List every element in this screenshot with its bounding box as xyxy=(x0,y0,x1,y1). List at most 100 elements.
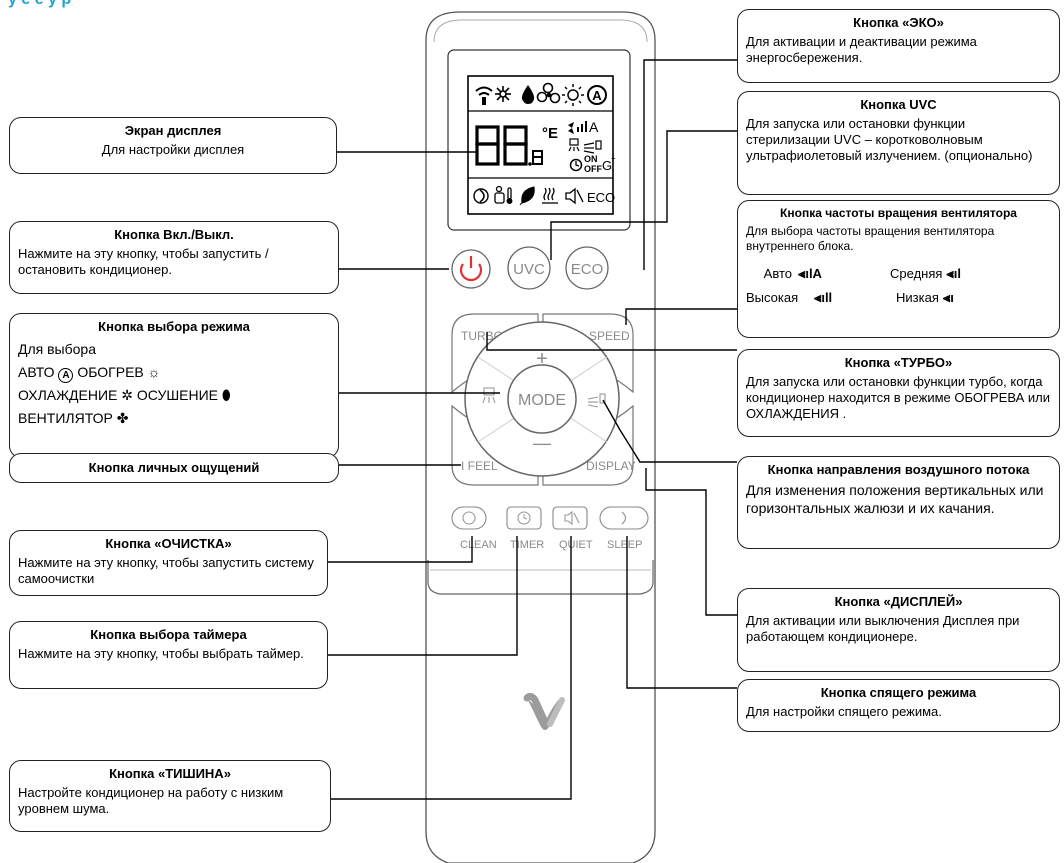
svg-text:I FEEL: I FEEL xyxy=(461,459,498,473)
callout-mode-button: Кнопка выбора режима Для выбора АВТО A О… xyxy=(9,313,339,458)
lcd-leaf-icon xyxy=(519,186,535,206)
mode-heat-label: ОБОГРЕВ xyxy=(77,364,144,380)
callout-quiet-button: Кнопка «ТИШИНА» Настройте кондиционер на… xyxy=(9,760,331,832)
lcd-wifi-icon xyxy=(475,86,493,105)
plus-button[interactable]: + xyxy=(536,348,548,370)
sleep-button[interactable] xyxy=(599,506,649,530)
lcd-sleep-icon xyxy=(473,188,489,204)
callout-airflow-button: Кнопка направления воздушного потока Для… xyxy=(737,456,1060,549)
callout-desc: Для выбора частоты вращения вентилятора … xyxy=(746,224,995,253)
swing-horizontal-button-icon[interactable] xyxy=(482,387,496,404)
lcd-timer-icon xyxy=(569,158,583,172)
lcd-auto-icon: A xyxy=(587,85,607,105)
callout-title: Кнопка «ТУРБО» xyxy=(844,355,953,370)
fan-low-label: Низкая xyxy=(896,290,939,305)
callout-title: Кнопка «ОЧИСТКА» xyxy=(105,536,232,551)
svg-text:CLEAN: CLEAN xyxy=(460,539,497,551)
remote-cover-edge xyxy=(427,560,654,595)
lcd-eco-label: ECO xyxy=(587,190,615,205)
callout-title: Кнопка выбора таймера xyxy=(90,627,247,642)
lcd-g-icon: G xyxy=(602,158,612,173)
mode-button[interactable] xyxy=(507,364,577,434)
mode-fan-label: ВЕНТИЛЯТОР xyxy=(18,410,113,426)
svg-text:DISPLAY: DISPLAY xyxy=(586,459,636,473)
callout-title: Кнопка личных ощущений xyxy=(88,460,260,475)
mode-dry-label: ОСУШЕНИЕ xyxy=(136,387,219,403)
svg-text:A: A xyxy=(589,119,599,135)
mode-auto-label: АВТО xyxy=(18,364,55,380)
lcd-off-label: OFF xyxy=(584,164,602,174)
callout-title: Кнопка частоты вращения вентилятора xyxy=(780,206,1017,220)
lcd-swing-vertical-icon xyxy=(583,140,602,154)
callout-sleep-button: Кнопка спящего режима Для настройки спящ… xyxy=(737,679,1060,732)
lcd-heat-waves-icon xyxy=(542,187,558,204)
svg-text:A: A xyxy=(592,88,602,103)
fan-auto-label: Авто xyxy=(763,266,792,281)
callout-title: Кнопка выбора режима xyxy=(98,319,250,334)
svg-text:QUIET: QUIET xyxy=(559,539,593,551)
minus-button[interactable]: — xyxy=(533,433,551,453)
eco-button[interactable]: ECO xyxy=(565,246,609,290)
svg-text:UVC: UVC xyxy=(513,261,545,278)
lcd-mute-icon xyxy=(565,187,584,205)
heat-icon: ☼ xyxy=(147,364,161,380)
page-title-fragment: у е е у р xyxy=(8,0,71,9)
callout-desc: Для настройки дисплея xyxy=(101,142,245,157)
fan-high-label: Высокая xyxy=(746,290,799,305)
fan-icon: ✤ xyxy=(116,410,129,426)
callout-eco-button: Кнопка «ЭКО» Для активации и деактивации… xyxy=(737,9,1060,83)
lcd-heat-icon xyxy=(562,84,584,106)
mode-cool-label: ОХЛАЖДЕНИЕ xyxy=(18,387,118,403)
svg-text:+: + xyxy=(611,154,616,163)
callout-clean-button: Кнопка «ОЧИСТКА» Нажмите на эту кнопку, … xyxy=(9,530,328,596)
callout-uvc-button: Кнопка UVC Для запуска или остановки фун… xyxy=(737,91,1060,195)
fan-speed-medium-icon: ⫷ıl xyxy=(946,266,961,281)
callout-title: Кнопка UVC xyxy=(860,97,937,112)
snowflake-icon: ✲ xyxy=(121,387,134,403)
lcd-temperature-digits xyxy=(475,125,543,166)
power-button[interactable] xyxy=(451,249,491,289)
callout-display-screen: Экран дисплея Для настройки дисплея xyxy=(9,117,337,174)
lcd-ifeel-icon xyxy=(494,185,513,204)
callout-desc: Для запуска или остановки функции стерил… xyxy=(746,116,1033,163)
callout-ifeel-button: Кнопка личных ощущений xyxy=(9,453,339,483)
lcd-cool-icon xyxy=(495,86,511,102)
timer-button[interactable] xyxy=(506,506,542,530)
svg-text:ECO: ECO xyxy=(571,261,604,278)
svg-text:SPEED: SPEED xyxy=(589,329,630,343)
auto-icon: A xyxy=(58,368,74,383)
water-drop-icon: ⬮ xyxy=(221,387,231,403)
clean-button[interactable] xyxy=(451,506,487,530)
lcd-fan-icon xyxy=(536,82,561,104)
lcd-dry-icon xyxy=(521,85,535,104)
uvc-button[interactable]: UVC xyxy=(507,246,551,290)
callout-power-button: Кнопка Вкл./Выкл. Нажмите на эту кнопку,… xyxy=(9,221,339,294)
quiet-button[interactable] xyxy=(552,506,588,530)
mode-intro: Для выбора xyxy=(18,341,96,357)
lcd-swing-horizontal-icon xyxy=(568,138,580,152)
fan-speed-low-icon: ⫷ı xyxy=(942,290,954,305)
lcd-on-label: ON xyxy=(584,154,598,164)
callout-desc: Для активации или выключения Дисплея при… xyxy=(746,613,1020,644)
callout-desc: Нажмите на эту кнопку, чтобы запустить с… xyxy=(18,555,314,586)
callout-title: Кнопка «ЭКО» xyxy=(853,15,944,30)
callout-title: Кнопка «ДИСПЛЕЙ» xyxy=(834,594,963,609)
callout-desc: Для изменения положения вертикальных или… xyxy=(746,482,1044,516)
lcd-fan-speed-icon: A xyxy=(568,119,599,135)
callout-fan-speed-button: Кнопка частоты вращения вентилятора Для … xyxy=(737,200,1060,338)
callout-desc: Нажмите на эту кнопку, чтобы выбрать тай… xyxy=(18,646,304,661)
svg-text:MODE: MODE xyxy=(518,392,566,409)
callout-desc: Для запуска или остановки функции турбо,… xyxy=(746,374,1050,421)
callout-title: Кнопка «ТИШИНА» xyxy=(109,766,231,781)
callout-turbo-button: Кнопка «ТУРБО» Для запуска или остановки… xyxy=(737,349,1060,437)
fan-medium-label: Средняя xyxy=(890,266,943,281)
fan-speed-auto-icon: ⫷ılA xyxy=(798,266,822,281)
callout-desc: Для активации и деактивации режима энерг… xyxy=(746,34,977,65)
swing-vertical-button-icon[interactable] xyxy=(587,393,606,408)
callout-timer-button: Кнопка выбора таймера Нажмите на эту кно… xyxy=(9,621,328,689)
callout-desc: Нажмите на эту кнопку, чтобы запустить /… xyxy=(18,246,269,277)
callout-desc: Настройте кондиционер на работу с низким… xyxy=(18,785,284,816)
callout-title: Кнопка направления воздушного потока xyxy=(767,462,1030,477)
